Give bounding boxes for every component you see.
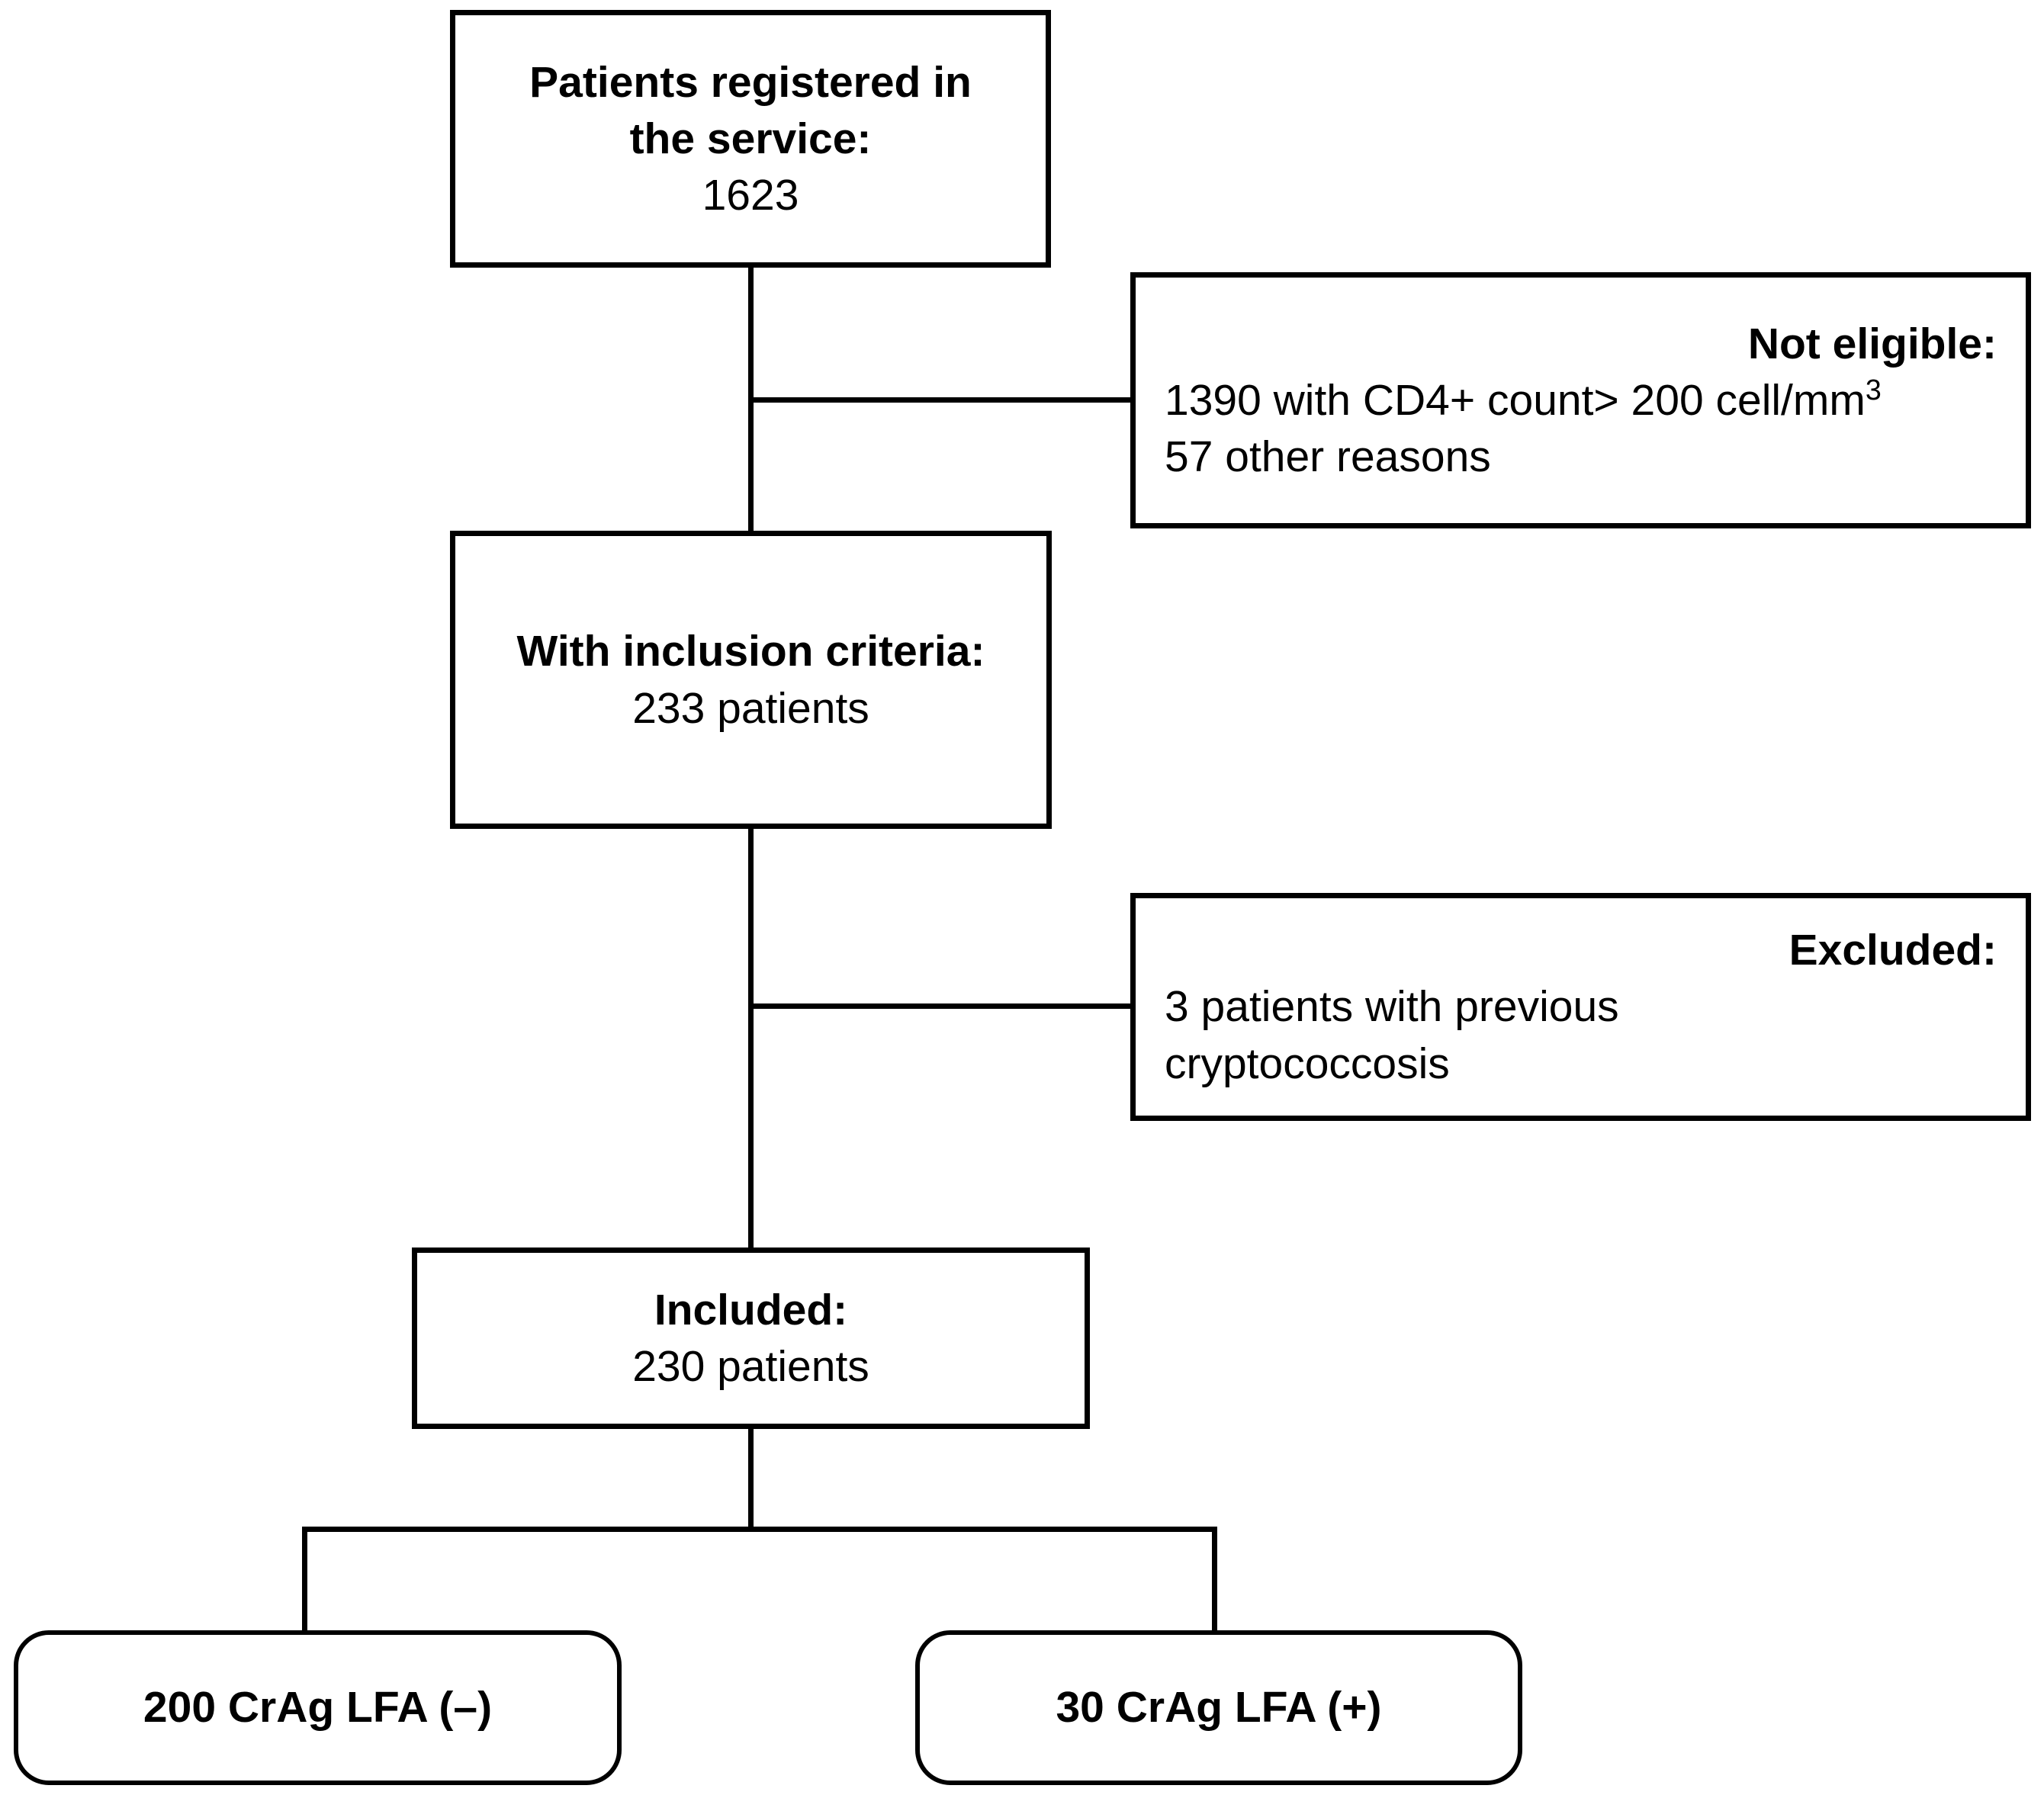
- included-heading: Included:: [654, 1285, 848, 1334]
- connector-branch-not-eligible: [748, 397, 1133, 403]
- connector-included-to-split: [748, 1428, 754, 1532]
- connector-split-to-crag-positive: [1212, 1527, 1217, 1633]
- node-not-eligible: Not eligible: 1390 with CD4+ count> 200 …: [1130, 272, 2031, 528]
- crag-negative-label: 200 CrAg LFA (–): [143, 1683, 493, 1732]
- excluded-reason-line1: 3 patients with previous: [1165, 982, 1619, 1032]
- node-crag-lfa-positive: 30 CrAg LFA (+): [915, 1630, 1522, 1785]
- node-crag-lfa-negative: 200 CrAg LFA (–): [14, 1630, 622, 1785]
- connector-branch-excluded: [748, 1003, 1133, 1009]
- excluded-reason-line2: cryptococcosis: [1165, 1039, 1450, 1088]
- node-inclusion-criteria: With inclusion criteria: 233 patients: [450, 531, 1052, 829]
- registered-value: 1623: [702, 171, 799, 220]
- crag-positive-label: 30 CrAg LFA (+): [1056, 1683, 1382, 1732]
- node-excluded: Excluded: 3 patients with previous crypt…: [1130, 893, 2031, 1121]
- not-eligible-heading: Not eligible:: [1747, 319, 1997, 368]
- not-eligible-reason-cd4: 1390 with CD4+ count> 200 cell/mm3: [1165, 373, 1882, 425]
- inclusion-value: 233 patients: [632, 683, 869, 733]
- registered-heading-line1: Patients registered in: [529, 57, 972, 107]
- connector-split-bar: [302, 1527, 1217, 1532]
- not-eligible-reason-other: 57 other reasons: [1165, 432, 1491, 482]
- excluded-heading: Excluded:: [1788, 926, 1997, 975]
- connector-inclusion-to-included: [748, 828, 754, 1250]
- inclusion-heading: With inclusion criteria:: [516, 627, 985, 676]
- registered-heading-line2: the service:: [629, 114, 872, 163]
- superscript-cubed: 3: [1865, 373, 1882, 406]
- connector-split-to-crag-negative: [302, 1527, 307, 1633]
- node-included: Included: 230 patients: [412, 1248, 1090, 1429]
- node-patients-registered: Patients registered in the service: 1623: [450, 10, 1051, 268]
- included-value: 230 patients: [632, 1342, 869, 1391]
